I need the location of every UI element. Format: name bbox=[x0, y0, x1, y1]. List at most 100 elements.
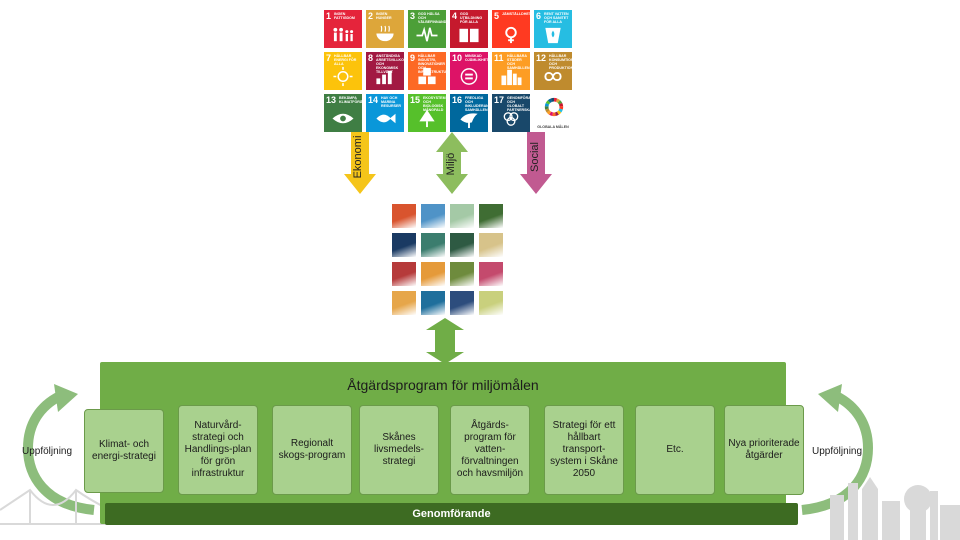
fish-icon bbox=[376, 113, 396, 124]
social-arrow bbox=[520, 132, 552, 194]
environmental-goal-tile bbox=[421, 291, 445, 315]
chart-icon bbox=[376, 70, 392, 85]
sdg-goal-title: Minskad ojämlikhet bbox=[465, 54, 488, 62]
sdg-goal-number: 13 bbox=[326, 95, 337, 105]
sdg-goal-1: 1Ingen fattigdom bbox=[324, 10, 362, 48]
sdg-goal-14: 14Hav och marina resurser bbox=[366, 94, 404, 132]
sdg-goal-title: Rent vatten och sanitet för alla bbox=[544, 12, 569, 24]
panel-title: Åtgärdsprogram för miljömålen bbox=[347, 377, 539, 393]
sdg-goal-title: Bekämpa klimatförändringarna bbox=[339, 96, 362, 104]
people-icon bbox=[333, 27, 354, 42]
economy-arrow-label: Ekonomi bbox=[352, 135, 364, 179]
sdg-wheel-icon bbox=[544, 97, 564, 117]
environmental-goal-tile bbox=[421, 233, 445, 257]
tree-icon bbox=[419, 109, 435, 128]
sdg-goal-title: Ekosystem och biologisk mångfald bbox=[423, 96, 446, 112]
sdg-goal-title: Anständiga arbetsvillkor och ekonomisk t… bbox=[376, 54, 404, 74]
book-icon bbox=[459, 28, 479, 43]
sdg-goal-15: 15Ekosystem och biologisk mångfald bbox=[408, 94, 446, 132]
sdg-goal-number: 14 bbox=[368, 95, 379, 105]
box-food-strategy[interactable]: Skånes livsmedels-strategi bbox=[359, 405, 439, 495]
sdg-goal-number: 4 bbox=[452, 11, 458, 21]
environmental-goal-tile bbox=[450, 291, 474, 315]
sdg-goal-2: 2Ingen hunger bbox=[366, 10, 404, 48]
sdg-goal-11: 11Hållbara städer och samhällen bbox=[492, 52, 530, 90]
cubes-icon bbox=[418, 67, 436, 85]
dove-icon bbox=[460, 113, 478, 129]
bowl-icon bbox=[376, 25, 394, 42]
box-transport-strategy[interactable]: Strategi för ett hållbart transport-syst… bbox=[544, 405, 624, 495]
sdg-goal-3: 3God hälsa och välbefinnande bbox=[408, 10, 446, 48]
sdg-goal-title: Fredliga och inkluderande samhällen bbox=[465, 96, 488, 112]
sdg-goal-6: 6Rent vatten och sanitet för alla bbox=[534, 10, 572, 48]
sdg-goal-13: 13Bekämpa klimatförändringarna bbox=[324, 94, 362, 132]
environmental-goal-tile bbox=[479, 291, 503, 315]
sdg-goal-title: Ingen hunger bbox=[376, 12, 392, 20]
sdg-goal-title: Hav och marina resurser bbox=[381, 96, 401, 108]
environmental-goals-grid bbox=[392, 204, 503, 315]
sdg-goal-number: 10 bbox=[452, 53, 463, 63]
environmental-goal-tile bbox=[421, 204, 445, 228]
box-water-management-program[interactable]: Åtgärds-program för vatten-förvaltningen… bbox=[450, 405, 530, 495]
environment-arrow-label: Miljö bbox=[445, 152, 457, 176]
eye-icon bbox=[332, 113, 354, 124]
environmental-goal-tile bbox=[479, 233, 503, 257]
sdg-goal-number: 2 bbox=[368, 11, 374, 21]
box-climate-energy-strategy[interactable]: Klimat- och energi-strategi bbox=[84, 409, 164, 493]
sdg-goal-10: 10Minskad ojämlikhet bbox=[450, 52, 488, 90]
global-goals-caption: GLOBALA MÅLEN bbox=[537, 125, 569, 129]
connector-arrow bbox=[426, 318, 464, 364]
follow-up-left-label: Uppföljning bbox=[22, 446, 73, 457]
box-nature-conservation-strategy[interactable]: Naturvård-strategi och Handlings-plan fö… bbox=[178, 405, 258, 495]
environmental-goal-tile bbox=[450, 233, 474, 257]
equal-icon bbox=[460, 68, 478, 85]
sun-icon bbox=[333, 66, 353, 87]
environmental-goal-tile bbox=[479, 204, 503, 228]
sdg-goal-title: Hållbar energi för alla bbox=[334, 54, 357, 66]
environmental-goal-tile bbox=[479, 262, 503, 286]
sdg-goal-title: Jämställdhet bbox=[502, 12, 530, 16]
box-new-priority-actions[interactable]: Nya prioriterade åtgärder bbox=[724, 405, 804, 495]
sdg-goal-title: Genomförande och globalt partnerskap bbox=[507, 96, 530, 112]
water-icon bbox=[545, 27, 561, 44]
environmental-goal-tile bbox=[392, 233, 416, 257]
sdg-goal-12: 12Hållbar konsumtion och produktion bbox=[534, 52, 572, 90]
sdg-goal-number: 11 bbox=[494, 53, 504, 63]
economy-arrow bbox=[344, 132, 376, 194]
sdg-goal-title: Hållbara städer och samhällen bbox=[507, 54, 530, 70]
global-goals-logo: GLOBALA MÅLEN bbox=[534, 94, 572, 132]
sdg-goal-5: 5Jämställdhet bbox=[492, 10, 530, 48]
sdg-goal-number: 6 bbox=[536, 11, 542, 21]
sdg-goal-title: God utbildning för alla bbox=[460, 12, 483, 24]
sdg-goal-title: God hälsa och välbefinnande bbox=[418, 12, 446, 24]
sdg-goal-number: 17 bbox=[494, 95, 505, 105]
sdg-goal-number: 5 bbox=[494, 11, 500, 21]
sdg-goal-number: 8 bbox=[368, 53, 374, 63]
sdg-goal-number: 12 bbox=[536, 53, 547, 63]
environmental-goal-tile bbox=[450, 204, 474, 228]
skyline-illustration bbox=[830, 477, 960, 540]
sdg-goals-grid: 1Ingen fattigdom2Ingen hunger3God hälsa … bbox=[324, 10, 572, 132]
box-regional-forest-program[interactable]: Regionalt skogs-program bbox=[272, 405, 352, 495]
implementation-bar: Genomförande bbox=[105, 503, 798, 525]
environmental-goal-tile bbox=[421, 262, 445, 286]
environment-arrow bbox=[436, 132, 468, 194]
environmental-goal-tile bbox=[392, 262, 416, 286]
sdg-goal-16: 16Fredliga och inkluderande samhällen bbox=[450, 94, 488, 132]
infinity-icon bbox=[544, 71, 562, 82]
sdg-goal-number: 16 bbox=[452, 95, 463, 105]
sdg-goal-4: 4God utbildning för alla bbox=[450, 10, 488, 48]
environmental-goal-tile bbox=[392, 291, 416, 315]
sdg-goal-title: Hållbar konsumtion och produktion bbox=[549, 54, 572, 70]
pulse-icon bbox=[416, 26, 438, 42]
rings-icon bbox=[503, 112, 519, 126]
sdg-goal-number: 7 bbox=[326, 53, 332, 63]
sdg-goal-9: 9Hållbar industri, innovationer och infr… bbox=[408, 52, 446, 90]
follow-up-left-arrow bbox=[22, 384, 95, 515]
environmental-goal-tile bbox=[392, 204, 416, 228]
box-etc[interactable]: Etc. bbox=[635, 405, 715, 495]
city-icon bbox=[501, 69, 522, 86]
gender-icon bbox=[505, 26, 517, 44]
sdg-goal-7: 7Hållbar energi för alla bbox=[324, 52, 362, 90]
sdg-goal-title: Ingen fattigdom bbox=[334, 12, 355, 20]
